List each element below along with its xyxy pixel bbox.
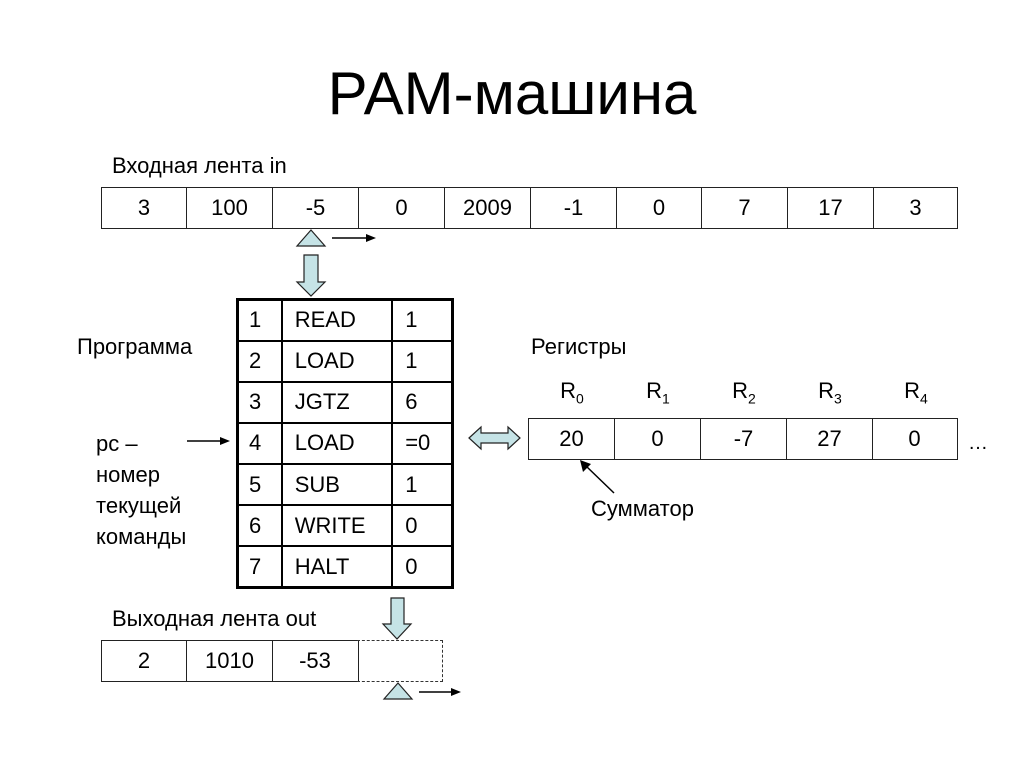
accumulator-label: Сумматор bbox=[591, 496, 694, 521]
program-operand: 1 bbox=[391, 298, 454, 342]
program-opcode: READ bbox=[280, 298, 394, 342]
registers-ellipsis: … bbox=[968, 432, 988, 454]
program-to-output-arrow-icon bbox=[381, 597, 413, 640]
pc-label-line: команды bbox=[96, 524, 187, 549]
input-tape-cell: 3 bbox=[102, 188, 187, 228]
input-tape-cell: 17 bbox=[788, 188, 874, 228]
program-operand: 6 bbox=[391, 380, 454, 424]
pc-label-line: текущей bbox=[96, 493, 182, 518]
input-tape-cell: 3 bbox=[909, 195, 922, 220]
register-value: 0 bbox=[908, 426, 921, 451]
output-tape-cell: 2 bbox=[102, 641, 187, 681]
output-tape: 2 1010 -53 bbox=[101, 640, 359, 682]
program-operand: =0 bbox=[391, 421, 454, 466]
register-name: R0 bbox=[560, 378, 584, 407]
program-line-number: 4 bbox=[236, 421, 283, 466]
page-title: РАМ-машина bbox=[327, 60, 697, 127]
program-operand: 0 bbox=[391, 504, 454, 548]
registers-tape: 20 0 -7 27 0 bbox=[528, 418, 958, 460]
program-operand: 0 bbox=[391, 545, 454, 589]
register-name: R2 bbox=[732, 378, 756, 407]
program-registers-double-arrow-icon bbox=[468, 425, 521, 451]
program-line-number: 2 bbox=[236, 339, 283, 383]
register-name: R3 bbox=[818, 378, 842, 407]
program-operand: 1 bbox=[391, 339, 454, 383]
output-tape-cell: -53 bbox=[299, 648, 331, 673]
program-opcode: JGTZ bbox=[280, 380, 394, 424]
register-names: R0 R1 R2 R3 R4 bbox=[529, 378, 959, 406]
program-opcode: HALT bbox=[280, 545, 394, 589]
pc-label-line: номер bbox=[96, 462, 160, 487]
register-value: 20 bbox=[529, 419, 615, 459]
accumulator-pointer-arrow-icon bbox=[580, 460, 615, 494]
pc-label-line: pc – bbox=[96, 431, 138, 456]
program-opcode: LOAD bbox=[280, 339, 394, 383]
register-value: 0 bbox=[615, 419, 701, 459]
output-move-arrow-icon bbox=[419, 688, 461, 696]
program-operand: 1 bbox=[391, 463, 454, 507]
output-head-icon bbox=[382, 682, 414, 700]
input-tape-cell: 2009 bbox=[445, 188, 531, 228]
program-line-number: 6 bbox=[236, 504, 283, 548]
input-head-icon bbox=[295, 229, 327, 247]
input-tape-cell: 100 bbox=[187, 188, 273, 228]
register-value: -7 bbox=[701, 419, 787, 459]
input-tape: 3 100 -5 0 2009 -1 0 7 17 3 bbox=[101, 187, 958, 229]
program-line-number: 1 bbox=[236, 298, 283, 342]
input-tape-cell: 0 bbox=[359, 188, 445, 228]
program-opcode: LOAD bbox=[280, 421, 394, 466]
input-move-arrow-icon bbox=[332, 234, 376, 242]
pc-label: pc – номер текущей команды bbox=[96, 428, 186, 552]
program-label: Программа bbox=[77, 334, 193, 359]
input-tape-cell: 0 bbox=[617, 188, 702, 228]
program-line-number: 5 bbox=[236, 463, 283, 507]
input-tape-cell: 7 bbox=[702, 188, 788, 228]
output-tape-cell: 1010 bbox=[187, 641, 273, 681]
input-to-program-arrow-icon bbox=[295, 254, 327, 297]
input-tape-cell: -5 bbox=[273, 188, 359, 228]
program-line-number: 7 bbox=[236, 545, 283, 589]
output-tape-next-cell bbox=[357, 640, 443, 682]
register-name: R1 bbox=[646, 378, 670, 407]
input-tape-cell: -1 bbox=[531, 188, 617, 228]
program-line-number: 3 bbox=[236, 380, 283, 424]
program-opcode: SUB bbox=[280, 463, 394, 507]
pc-pointer-arrow-icon bbox=[187, 437, 230, 445]
program-opcode: WRITE bbox=[280, 504, 394, 548]
register-name: R4 bbox=[904, 378, 928, 407]
registers-label: Регистры bbox=[531, 334, 627, 359]
output-tape-label: Выходная лента out bbox=[112, 606, 317, 631]
register-value: 27 bbox=[787, 419, 873, 459]
input-tape-label: Входная лента in bbox=[112, 153, 287, 178]
